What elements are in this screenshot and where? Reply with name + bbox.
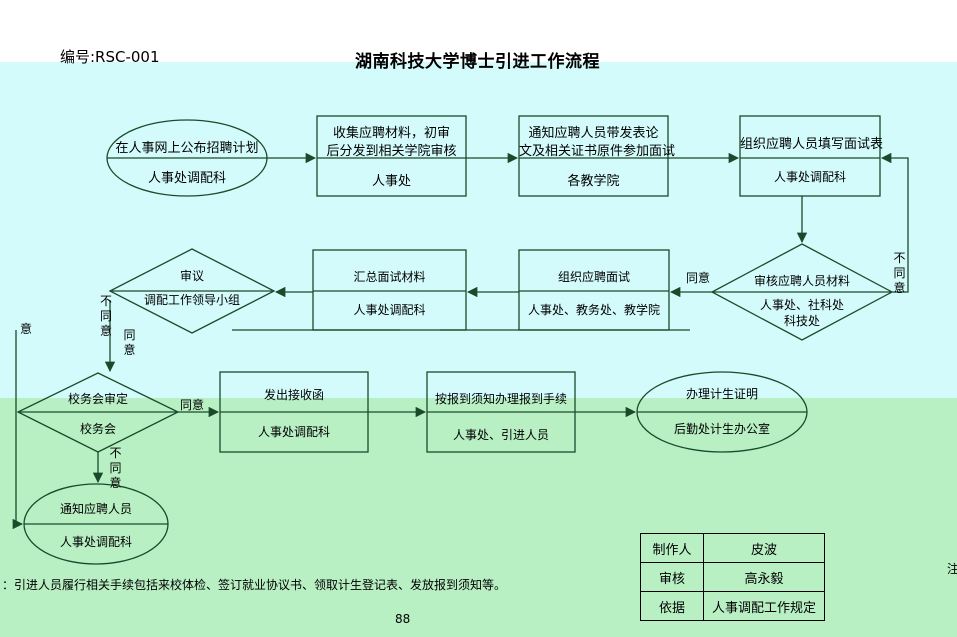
n10-dept: 人事处调配科	[257, 425, 330, 439]
n3-title-2: 文及相关证书原件参加面试	[519, 144, 676, 159]
n6-title: 组织应聘面试	[557, 270, 630, 284]
label-n8-agree: 同意	[123, 328, 136, 357]
edge-5-4-reject	[880, 152, 909, 293]
label-left-agree: 意	[20, 322, 33, 336]
node-notify-interview	[518, 115, 669, 197]
n8-title: 审议	[179, 269, 204, 283]
n2-title-1: 收集应聘材料，初审	[332, 126, 450, 141]
corner-mark: 注	[947, 562, 957, 576]
document-code: 编号:RSC-001	[60, 48, 160, 66]
page-title: 湖南科技大学博士引进工作流程	[355, 52, 600, 72]
background-band-cyan	[0, 62, 957, 398]
n2-title-2: 后分发到相关学院审核	[326, 144, 457, 159]
label-n9-disagree: 不同意	[109, 446, 122, 490]
basis-value: 人事调配工作规定	[703, 591, 825, 621]
label-n9-agree: 同意	[180, 398, 205, 412]
n8-dept: 调配工作领导小组	[143, 293, 240, 307]
n7-dept: 人事处调配科	[353, 303, 426, 317]
made-by-key: 制作人	[640, 533, 704, 563]
node-fill-form	[739, 115, 881, 197]
label-n5-disagree: 不同意	[893, 251, 906, 295]
n4-dept: 人事处调配科	[773, 170, 846, 184]
n6-dept: 人事处、教务处、教学院	[527, 303, 660, 317]
node-collect-materials	[316, 115, 467, 197]
page-number: 88	[395, 612, 411, 626]
node-summarize	[312, 249, 467, 331]
footnote: ：引进人员履行相关手续包括来校体检、签订就业协议书、领取计生登记表、发放报到须知…	[2, 578, 507, 592]
n3-title-1: 通知应聘人员带发表论	[528, 126, 659, 141]
edge-left-loop	[12, 330, 24, 530]
n13-dept: 人事处调配科	[59, 535, 132, 549]
review-value: 高永毅	[703, 562, 825, 592]
n11-title: 按报到须知办理报到手续	[434, 392, 567, 406]
n1-title: 在人事网上公布招聘计划	[115, 141, 259, 156]
node-organize-interview	[518, 249, 670, 331]
label-n8-disagree: 不同意	[99, 294, 112, 338]
info-table: 制作人 皮波 审核 高永毅 依据 人事调配工作规定	[640, 533, 825, 621]
label-n5-agree: 同意	[686, 271, 711, 285]
n12-dept: 后勤处计生办公室	[673, 422, 770, 436]
node-review-materials	[710, 243, 894, 341]
n13-title: 通知应聘人员	[59, 502, 132, 516]
n9-title: 校务会审定	[67, 392, 128, 406]
n3-dept: 各教学院	[567, 174, 620, 189]
n7-title: 汇总面试材料	[353, 270, 426, 284]
made-by-value: 皮波	[703, 533, 825, 563]
basis-key: 依据	[640, 591, 704, 621]
n12-title: 办理计生证明	[685, 387, 758, 401]
review-key: 审核	[640, 562, 704, 592]
n10-title: 发出接收函	[263, 388, 324, 402]
n11-dept: 人事处、引进人员	[452, 428, 549, 442]
n5-title: 审核应聘人员材料	[753, 274, 850, 288]
n5-dept2: 科技处	[783, 314, 820, 328]
n4-title: 组织应聘人员填写面试表	[740, 137, 884, 152]
n9-dept: 校务会	[79, 422, 116, 436]
n5-dept: 人事处、社科处	[759, 298, 844, 312]
n1-dept: 人事处调配科	[147, 171, 226, 186]
n2-dept: 人事处	[371, 174, 411, 189]
node-deliberate	[108, 248, 276, 334]
